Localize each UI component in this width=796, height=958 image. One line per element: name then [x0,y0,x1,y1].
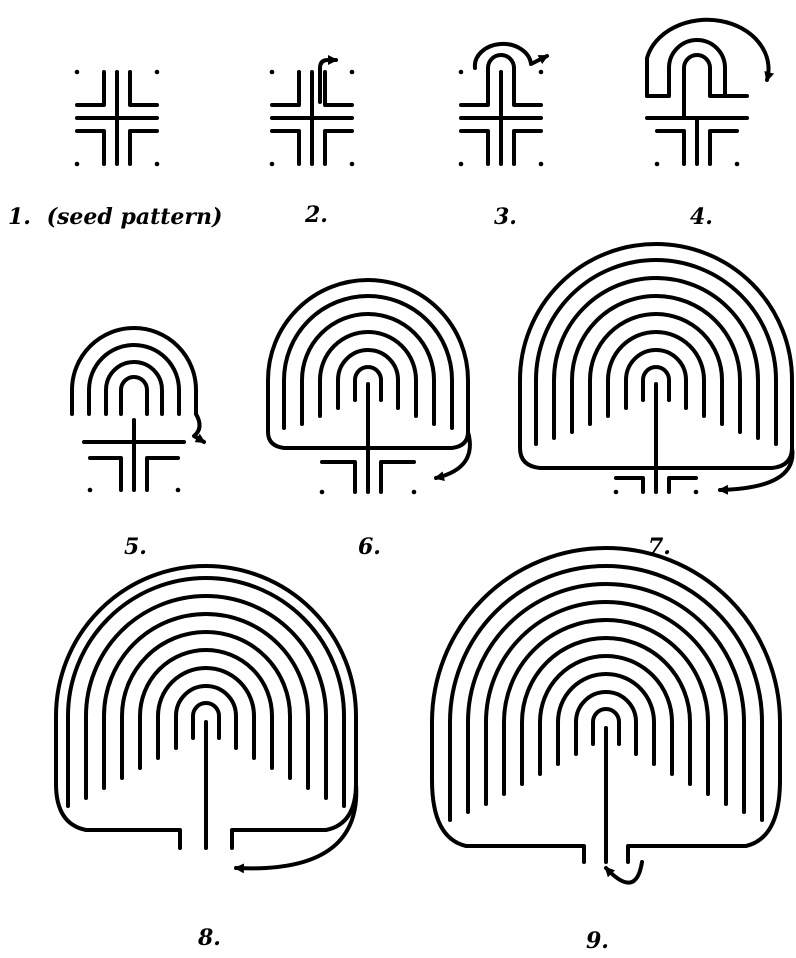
labyrinth-walls [520,244,792,492]
step-label-5: 5. [124,534,147,560]
step-4-inner-arc [684,55,747,118]
panel-5 [72,328,204,492]
panel-4 [647,20,769,167]
step-label-3: 3. [494,204,517,230]
panel-9 [432,548,780,883]
seed-cross [272,72,352,164]
panel-1-seed-pattern [75,70,160,167]
labyrinth-walls [56,566,356,848]
seed-cross [647,118,747,164]
panel-7 [520,244,792,494]
panel-8 [56,566,356,868]
step-2-path [320,60,336,102]
labyrinth-walls [432,548,780,862]
seed-cross [461,72,541,164]
step-label-9: 9. [586,928,609,954]
step-9-arrow [606,862,642,883]
step-label-4: 4. [690,204,713,230]
labyrinth-walls [72,328,196,490]
panel-3 [459,44,547,166]
seed-pattern-caption: (seed pattern) [47,204,223,230]
step-label-8: 8. [197,925,221,951]
step-5-arrow [194,414,204,442]
panel-6 [268,280,470,494]
panel-2 [270,60,355,166]
step-label-1: 1. (seed pattern) [8,204,222,230]
step-3-arrow [475,44,547,68]
step-label-2: 2. [304,202,328,228]
step-label-6: 6. [358,534,381,560]
seed-cross [77,72,157,164]
step-number-1: 1. [8,204,31,230]
labyrinth-walls [268,280,468,492]
